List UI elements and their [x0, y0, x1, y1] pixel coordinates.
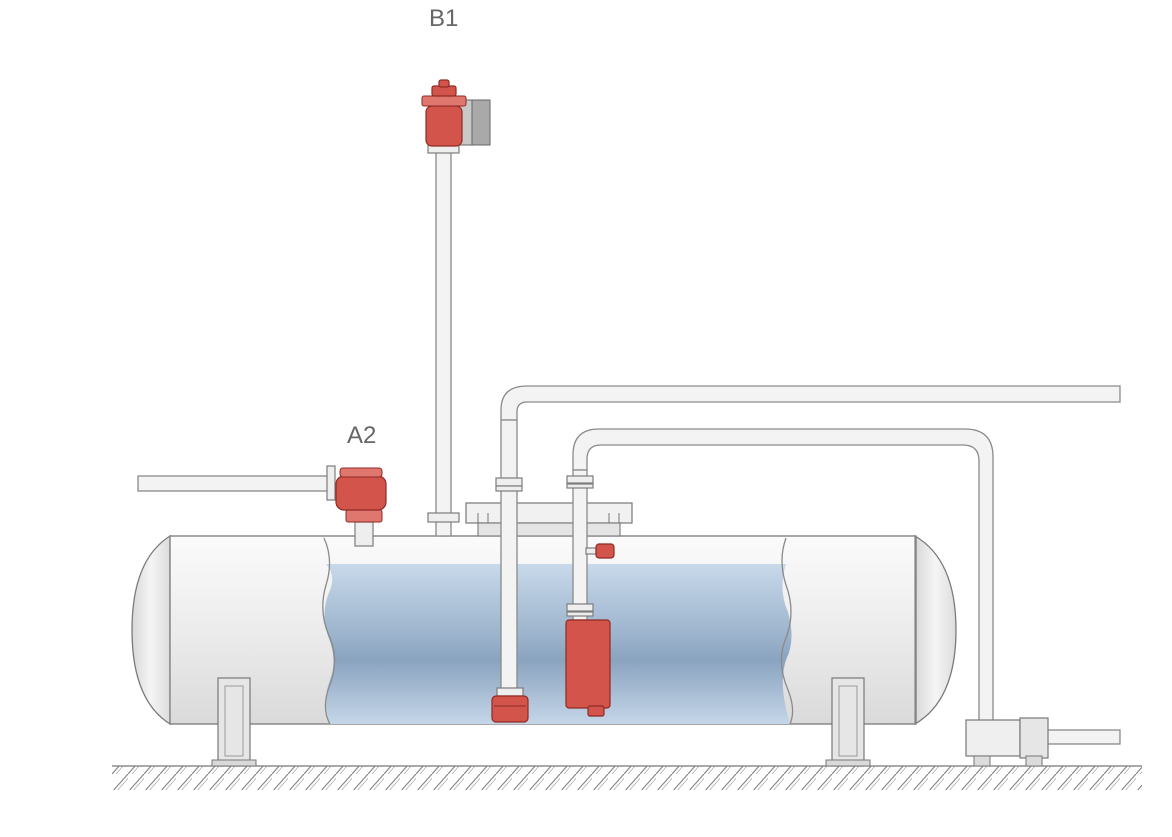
a2-valve: [335, 467, 387, 547]
submerged-strainer: [565, 619, 611, 717]
label-a2: A2: [347, 422, 376, 449]
tank-support-left: [211, 677, 257, 767]
pump-unit: [965, 717, 1049, 767]
storage-tank: [131, 534, 957, 726]
inlet-pipe-left: [137, 465, 336, 501]
label-b1: B1: [429, 5, 458, 32]
small-side-valve: [585, 543, 615, 559]
upper-horizontal-pipe: [500, 385, 1121, 421]
foot-valve-left: [491, 687, 529, 723]
right-dip-pipe: [566, 469, 594, 621]
b1-vent-valve: [421, 79, 491, 147]
liquid-cutaway: [324, 564, 792, 724]
vent-riser-pipe: [427, 144, 460, 537]
pump-discharge-pipe: [1045, 729, 1121, 745]
tank-support-right: [825, 677, 871, 767]
manhole-cover: [465, 502, 633, 537]
ground: [112, 765, 1142, 790]
